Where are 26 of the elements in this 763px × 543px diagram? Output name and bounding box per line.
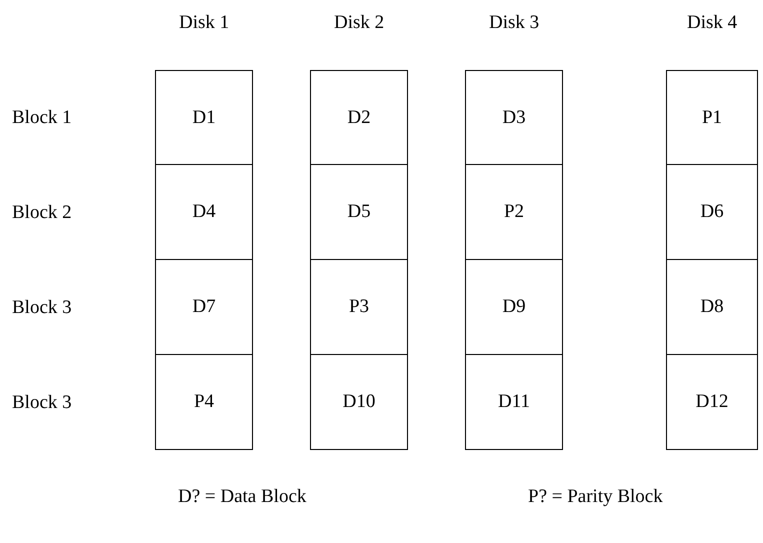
column-heading: Disk 4 — [687, 12, 738, 34]
row-label: Block 1 — [12, 106, 72, 128]
disk-block-cell: D9 — [465, 259, 563, 355]
disk-block-cell: D5 — [310, 164, 408, 260]
disk-block-cell: D8 — [666, 259, 758, 355]
disk-block-cell: D1 — [155, 70, 253, 165]
disk-block-cell: P1 — [666, 70, 758, 165]
disk-block-cell: D12 — [666, 354, 758, 450]
row-label: Block 2 — [12, 202, 72, 224]
column-heading: Disk 2 — [334, 12, 384, 34]
disk-block-cell: D4 — [155, 164, 253, 260]
disk-block-cell: P2 — [465, 164, 563, 260]
disk-block-cell: D6 — [666, 164, 758, 260]
disk-block-cell: D2 — [310, 70, 408, 165]
disk-block-cell: D3 — [465, 70, 563, 165]
disk-block-cell: D10 — [310, 354, 408, 450]
disk-block-cell: P3 — [310, 259, 408, 355]
row-label: Block 3 — [12, 296, 72, 318]
disk-block-cell: P4 — [155, 354, 253, 450]
disk-block-cell: D11 — [465, 354, 563, 450]
column-heading: Disk 3 — [489, 12, 540, 34]
disk-block-cell: D7 — [155, 259, 253, 355]
row-label: Block 3 — [12, 392, 72, 414]
column-heading: Disk 1 — [179, 12, 230, 34]
legend-text: P? = Parity Block — [528, 486, 663, 508]
legend-text: D? = Data Block — [178, 486, 306, 508]
